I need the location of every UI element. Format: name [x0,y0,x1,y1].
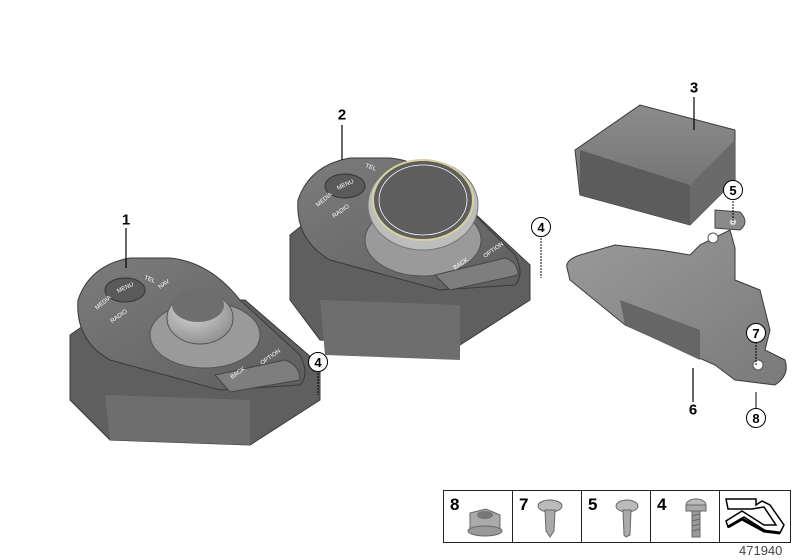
svg-text:NAV: NAV [158,279,171,291]
legend-cell-4[interactable]: 4 [651,491,720,542]
svg-text:TEL: TEL [143,275,156,285]
legend-num: 5 [588,495,598,514]
direction-arrow-icon [725,498,785,535]
tapping-screw-icon [615,499,639,538]
legend-num: 7 [519,495,529,514]
callout-6: 6 [688,401,698,419]
callout-1: 1 [121,211,131,229]
circle-callout-4a: 4 [308,352,328,372]
svg-text:TEL: TEL [364,163,377,173]
circle-callout-8: 8 [746,408,766,428]
controller-part-1[interactable]: MEDIA MENU TEL NAV RADIO BACK OPTION [69,257,321,446]
legend-cell-arrow[interactable] [720,491,790,542]
legend-cell-7[interactable]: 7 [513,491,582,542]
plastic-screw-icon [537,499,563,538]
legend-num: 8 [450,495,460,514]
legend-num: 4 [657,495,667,514]
control-module-part-3[interactable] [574,104,746,231]
bolt-icon [685,498,707,538]
circle-callout-7: 7 [746,323,766,343]
circle-callout-4b: 4 [531,217,551,237]
circle-callout-5: 5 [723,180,743,200]
hex-nut-icon [467,508,503,537]
legend-cell-5[interactable]: 5 [582,491,651,542]
legend-cell-8[interactable]: 8 [444,491,513,542]
diagram-id-number: 471940 [739,543,783,558]
fastener-legend: 8 7 5 4 [443,490,791,543]
controller-part-2[interactable]: MEDIA MENU TEL RADIO BACK OPTION [289,157,531,360]
callout-2: 2 [337,106,347,124]
bracket-part-6[interactable] [566,229,787,386]
callout-3: 3 [689,79,699,97]
